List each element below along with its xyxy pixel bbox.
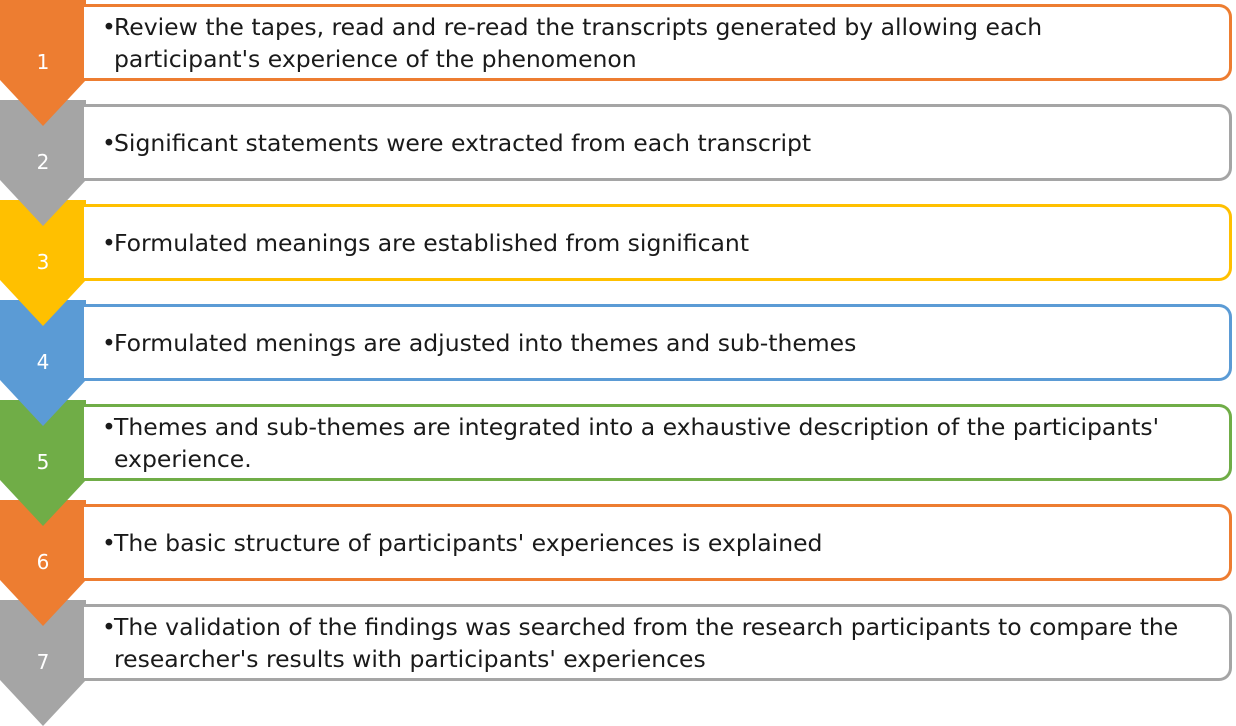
- step-text-box: The validation of the findings was searc…: [84, 604, 1232, 681]
- step-text-box: Formulated menings are adjusted into the…: [84, 304, 1232, 381]
- step-description: Review the tapes, read and re-read the t…: [102, 11, 1189, 75]
- step-number: 1: [36, 50, 50, 74]
- process-step-5: 5 Themes and sub-themes are integrated i…: [0, 400, 1236, 526]
- step-number: 4: [36, 350, 50, 374]
- step-description: The validation of the findings was searc…: [102, 611, 1189, 675]
- process-step-1: 1 Review the tapes, read and re-read the…: [0, 0, 1236, 126]
- step-text-box: Significant statements were extracted fr…: [84, 104, 1232, 181]
- process-step-3: 3 Formulated meanings are established fr…: [0, 200, 1236, 326]
- step-number: 6: [36, 550, 50, 574]
- step-text-box: The basic structure of participants' exp…: [84, 504, 1232, 581]
- step-description: Significant statements were extracted fr…: [102, 127, 1189, 159]
- step-text-box: Themes and sub-themes are integrated int…: [84, 404, 1232, 481]
- step-description: Themes and sub-themes are integrated int…: [102, 411, 1189, 475]
- step-description: The basic structure of participants' exp…: [102, 527, 1189, 559]
- process-step-7: 7 The validation of the findings was sea…: [0, 600, 1236, 726]
- step-description: Formulated menings are adjusted into the…: [102, 327, 1189, 359]
- step-number: 5: [36, 450, 50, 474]
- step-text-box: Formulated meanings are established from…: [84, 204, 1232, 281]
- step-number: 2: [36, 150, 50, 174]
- step-text-box: Review the tapes, read and re-read the t…: [84, 4, 1232, 81]
- process-step-2: 2 Significant statements were extracted …: [0, 100, 1236, 226]
- process-step-6: 6 The basic structure of participants' e…: [0, 500, 1236, 626]
- process-step-4: 4 Formulated menings are adjusted into t…: [0, 300, 1236, 426]
- step-number: 3: [36, 250, 50, 274]
- step-number: 7: [36, 650, 50, 674]
- step-description: Formulated meanings are established from…: [102, 227, 1189, 259]
